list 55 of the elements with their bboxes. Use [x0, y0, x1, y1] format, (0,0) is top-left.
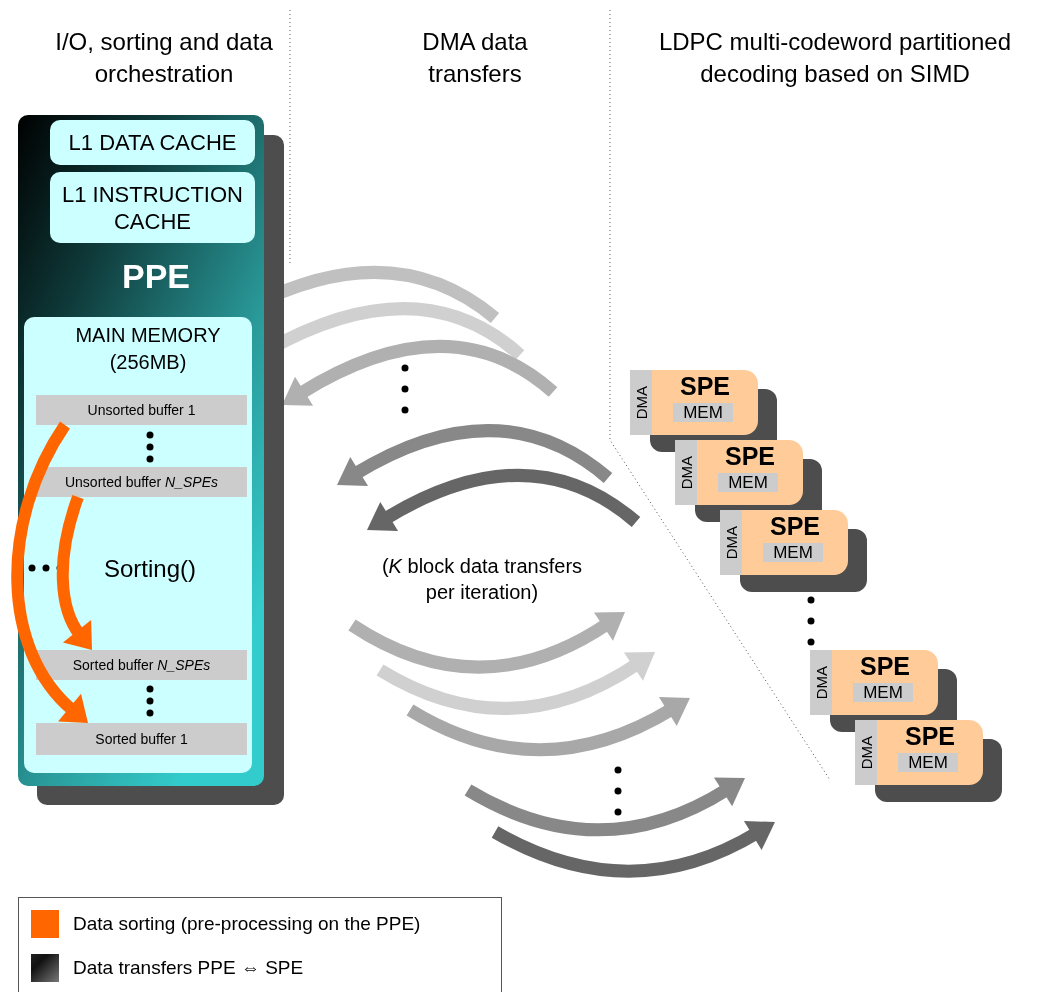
box-label: Sorted buffer 1	[95, 731, 188, 747]
processor-card	[855, 720, 983, 785]
dma-strip	[810, 650, 832, 715]
memory-box	[763, 543, 823, 562]
box-label: Unsorted buffer 1	[87, 402, 196, 418]
processor-label: SPE	[904, 722, 956, 751]
processor-card	[675, 440, 803, 505]
dma-strip	[855, 720, 877, 785]
buffer-bar	[36, 467, 247, 497]
box-label: MEM	[773, 542, 813, 563]
memory-label: MAIN MEMORY (256MB)	[74, 323, 222, 375]
column-title: LDPC multi-codeword partitioned decoding based on SIMD	[657, 27, 1013, 89]
buffer-bar	[36, 395, 247, 425]
dma-label: DMA	[812, 665, 830, 700]
memory-box	[718, 473, 778, 492]
dma-label: DMA	[632, 385, 650, 420]
buffer-bar	[36, 723, 247, 755]
box-label: MEM	[908, 752, 948, 773]
column-title: DMA data transfers	[421, 27, 529, 89]
legend-label: Data sorting (pre-processing on the PPE)	[73, 913, 421, 935]
box-label: Sorted buffer N_SPEs	[72, 657, 211, 673]
column-title: I/O, sorting and data orchestration	[54, 27, 274, 89]
box-label: MEM	[728, 472, 768, 493]
processor-card	[720, 510, 848, 575]
cache-box	[50, 120, 255, 165]
processor-label: SPE	[859, 652, 911, 681]
dma-strip	[630, 370, 652, 435]
dma-label: DMA	[722, 525, 740, 560]
dma-strip	[720, 510, 742, 575]
box-label: Unsorted buffer N_SPEs	[64, 474, 219, 490]
memory-box	[24, 317, 252, 773]
processor-label: SPE	[769, 512, 821, 541]
processor-card	[810, 650, 938, 715]
box-label: L1 INSTRUCTION CACHE	[61, 180, 244, 235]
function-label: Sorting()	[104, 555, 197, 583]
memory-box	[853, 683, 913, 702]
box-label: L1 DATA CACHE	[68, 129, 237, 156]
box-label: MEM	[863, 682, 903, 703]
annotation-text: (K block data transfers per iteration)	[380, 554, 584, 605]
processor-label: PPE	[120, 257, 191, 296]
box-label: MEM	[683, 402, 723, 423]
processor-card	[630, 370, 758, 435]
cache-box	[50, 172, 255, 243]
dma-label: DMA	[677, 455, 695, 490]
processor-label: SPE	[679, 372, 731, 401]
processor-label: SPE	[724, 442, 776, 471]
dma-label: DMA	[857, 735, 875, 770]
arrow	[11, 421, 88, 723]
buffer-bar	[36, 650, 247, 680]
memory-box	[898, 753, 958, 772]
processor-box	[18, 115, 264, 786]
legend-label: Data transfers PPE ⇔ SPE	[73, 957, 304, 979]
dma-strip	[675, 440, 697, 505]
arrow	[56, 495, 92, 650]
memory-box	[673, 403, 733, 422]
